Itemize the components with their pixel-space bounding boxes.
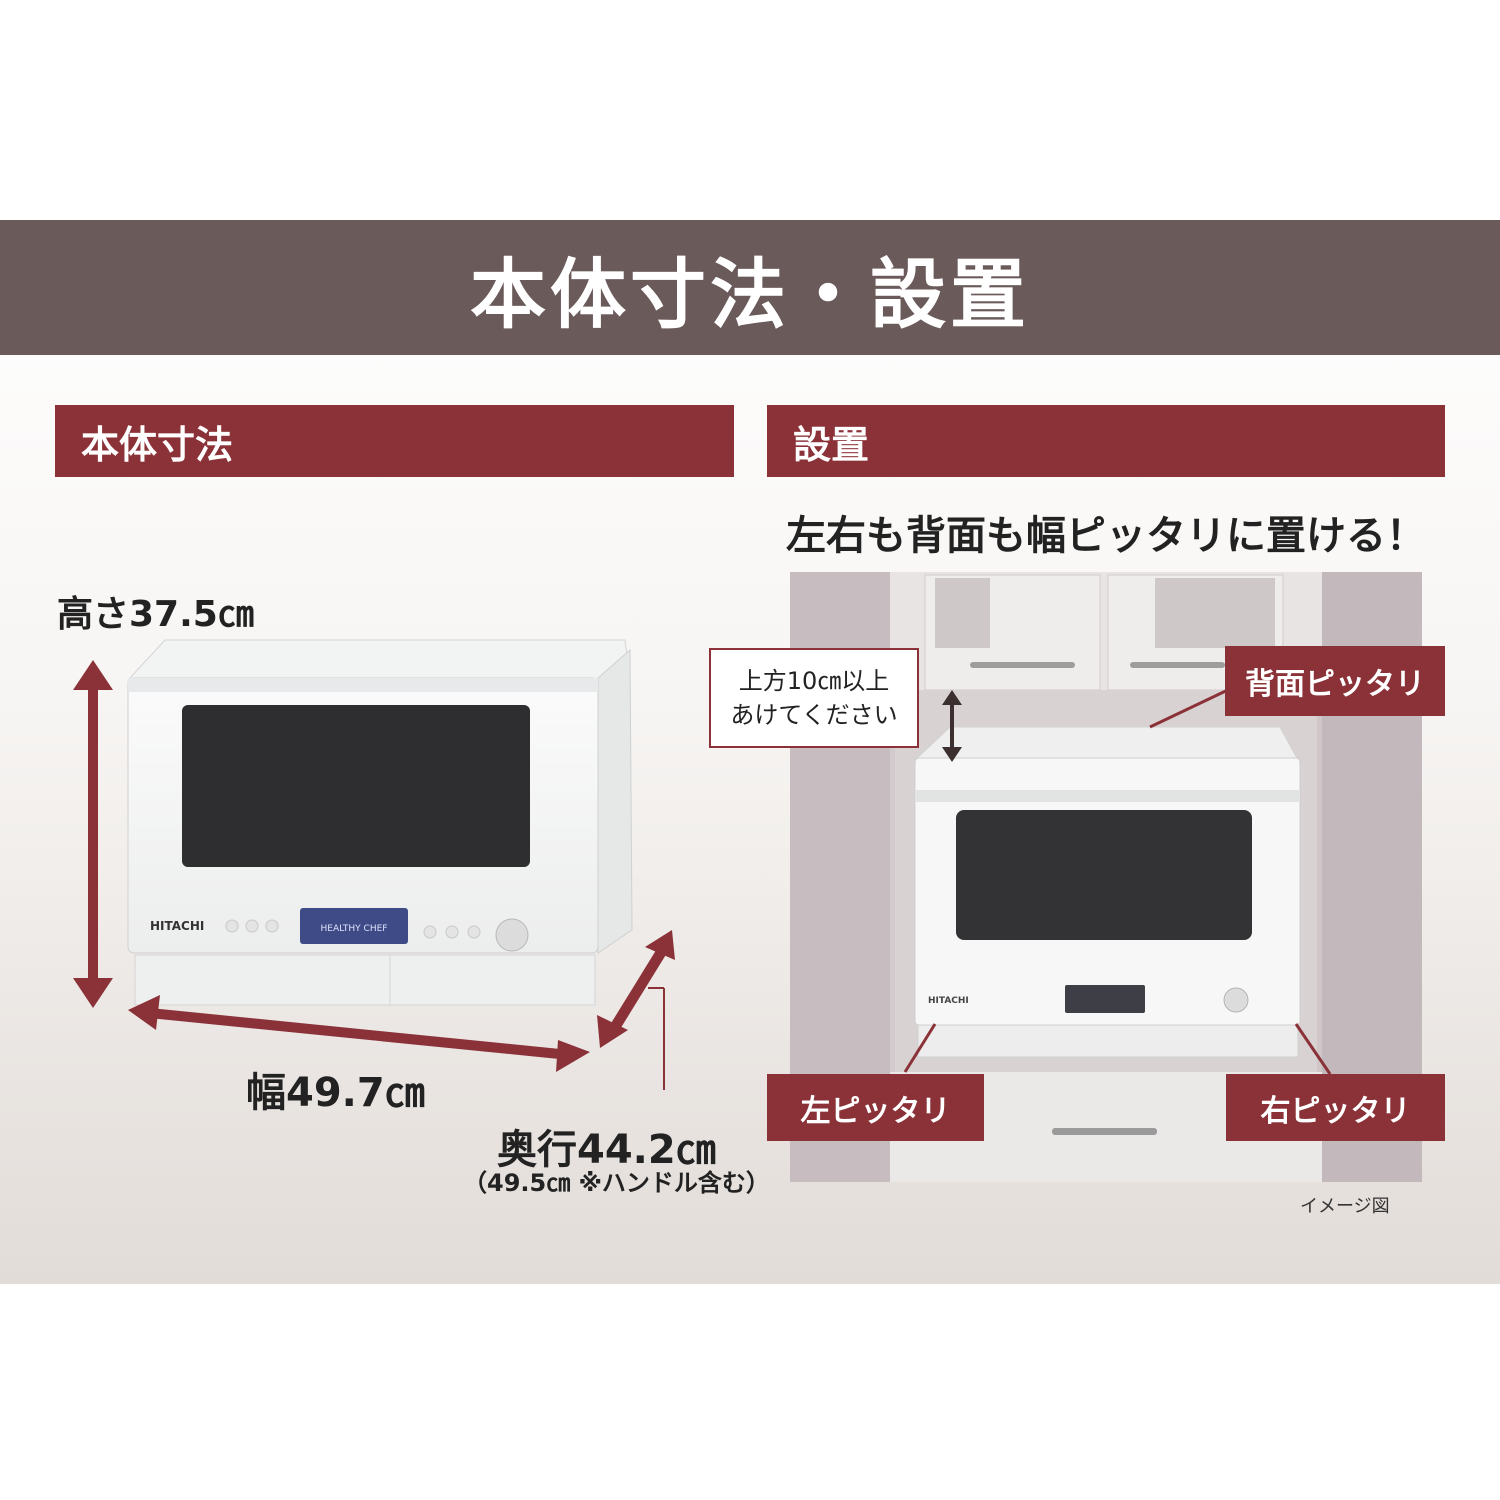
image-caption: イメージ図 [1300, 1196, 1390, 1217]
installation-heading: 設置 [767, 405, 1445, 477]
height-arrow [73, 660, 113, 1008]
installation-headline: 左右も背面も幅ピッタリに置ける！ [786, 513, 1426, 559]
top-clearance-line1: 上方10㎝以上 [738, 667, 890, 695]
right-label: 右ピッタリ [1226, 1074, 1445, 1141]
width-label: 幅49.7㎝ [246, 1070, 425, 1116]
height-label: 高さ37.5㎝ [57, 594, 254, 635]
clearance-arrow [942, 690, 962, 762]
display-text: HEALTHY CHEF [321, 924, 388, 934]
depth-note: （49.5㎝ ※ハンドル含む） [463, 1169, 770, 1197]
left-label: 左ピッタリ [767, 1074, 984, 1141]
top-clearance-note: 上方10㎝以上 あけてください [709, 648, 919, 748]
dimensions-illustration: HEALTHY CHEF HITACHI [73, 639, 675, 1090]
depth-arrow [597, 930, 675, 1048]
title-banner [0, 220, 1500, 355]
svg-text:HITACHI: HITACHI [928, 996, 969, 1006]
page-title: 本体寸法・設置 [470, 249, 1030, 339]
dimensions-heading: 本体寸法 [55, 405, 734, 477]
top-clearance-line2: あけてください [730, 701, 898, 729]
brand-logo: HITACHI [150, 919, 204, 933]
depth-label: 奥行44.2㎝ [497, 1127, 716, 1173]
width-arrow [128, 995, 590, 1072]
microwave-left: HEALTHY CHEF HITACHI [126, 639, 633, 1006]
back-label: 背面ピッタリ [1225, 646, 1445, 716]
